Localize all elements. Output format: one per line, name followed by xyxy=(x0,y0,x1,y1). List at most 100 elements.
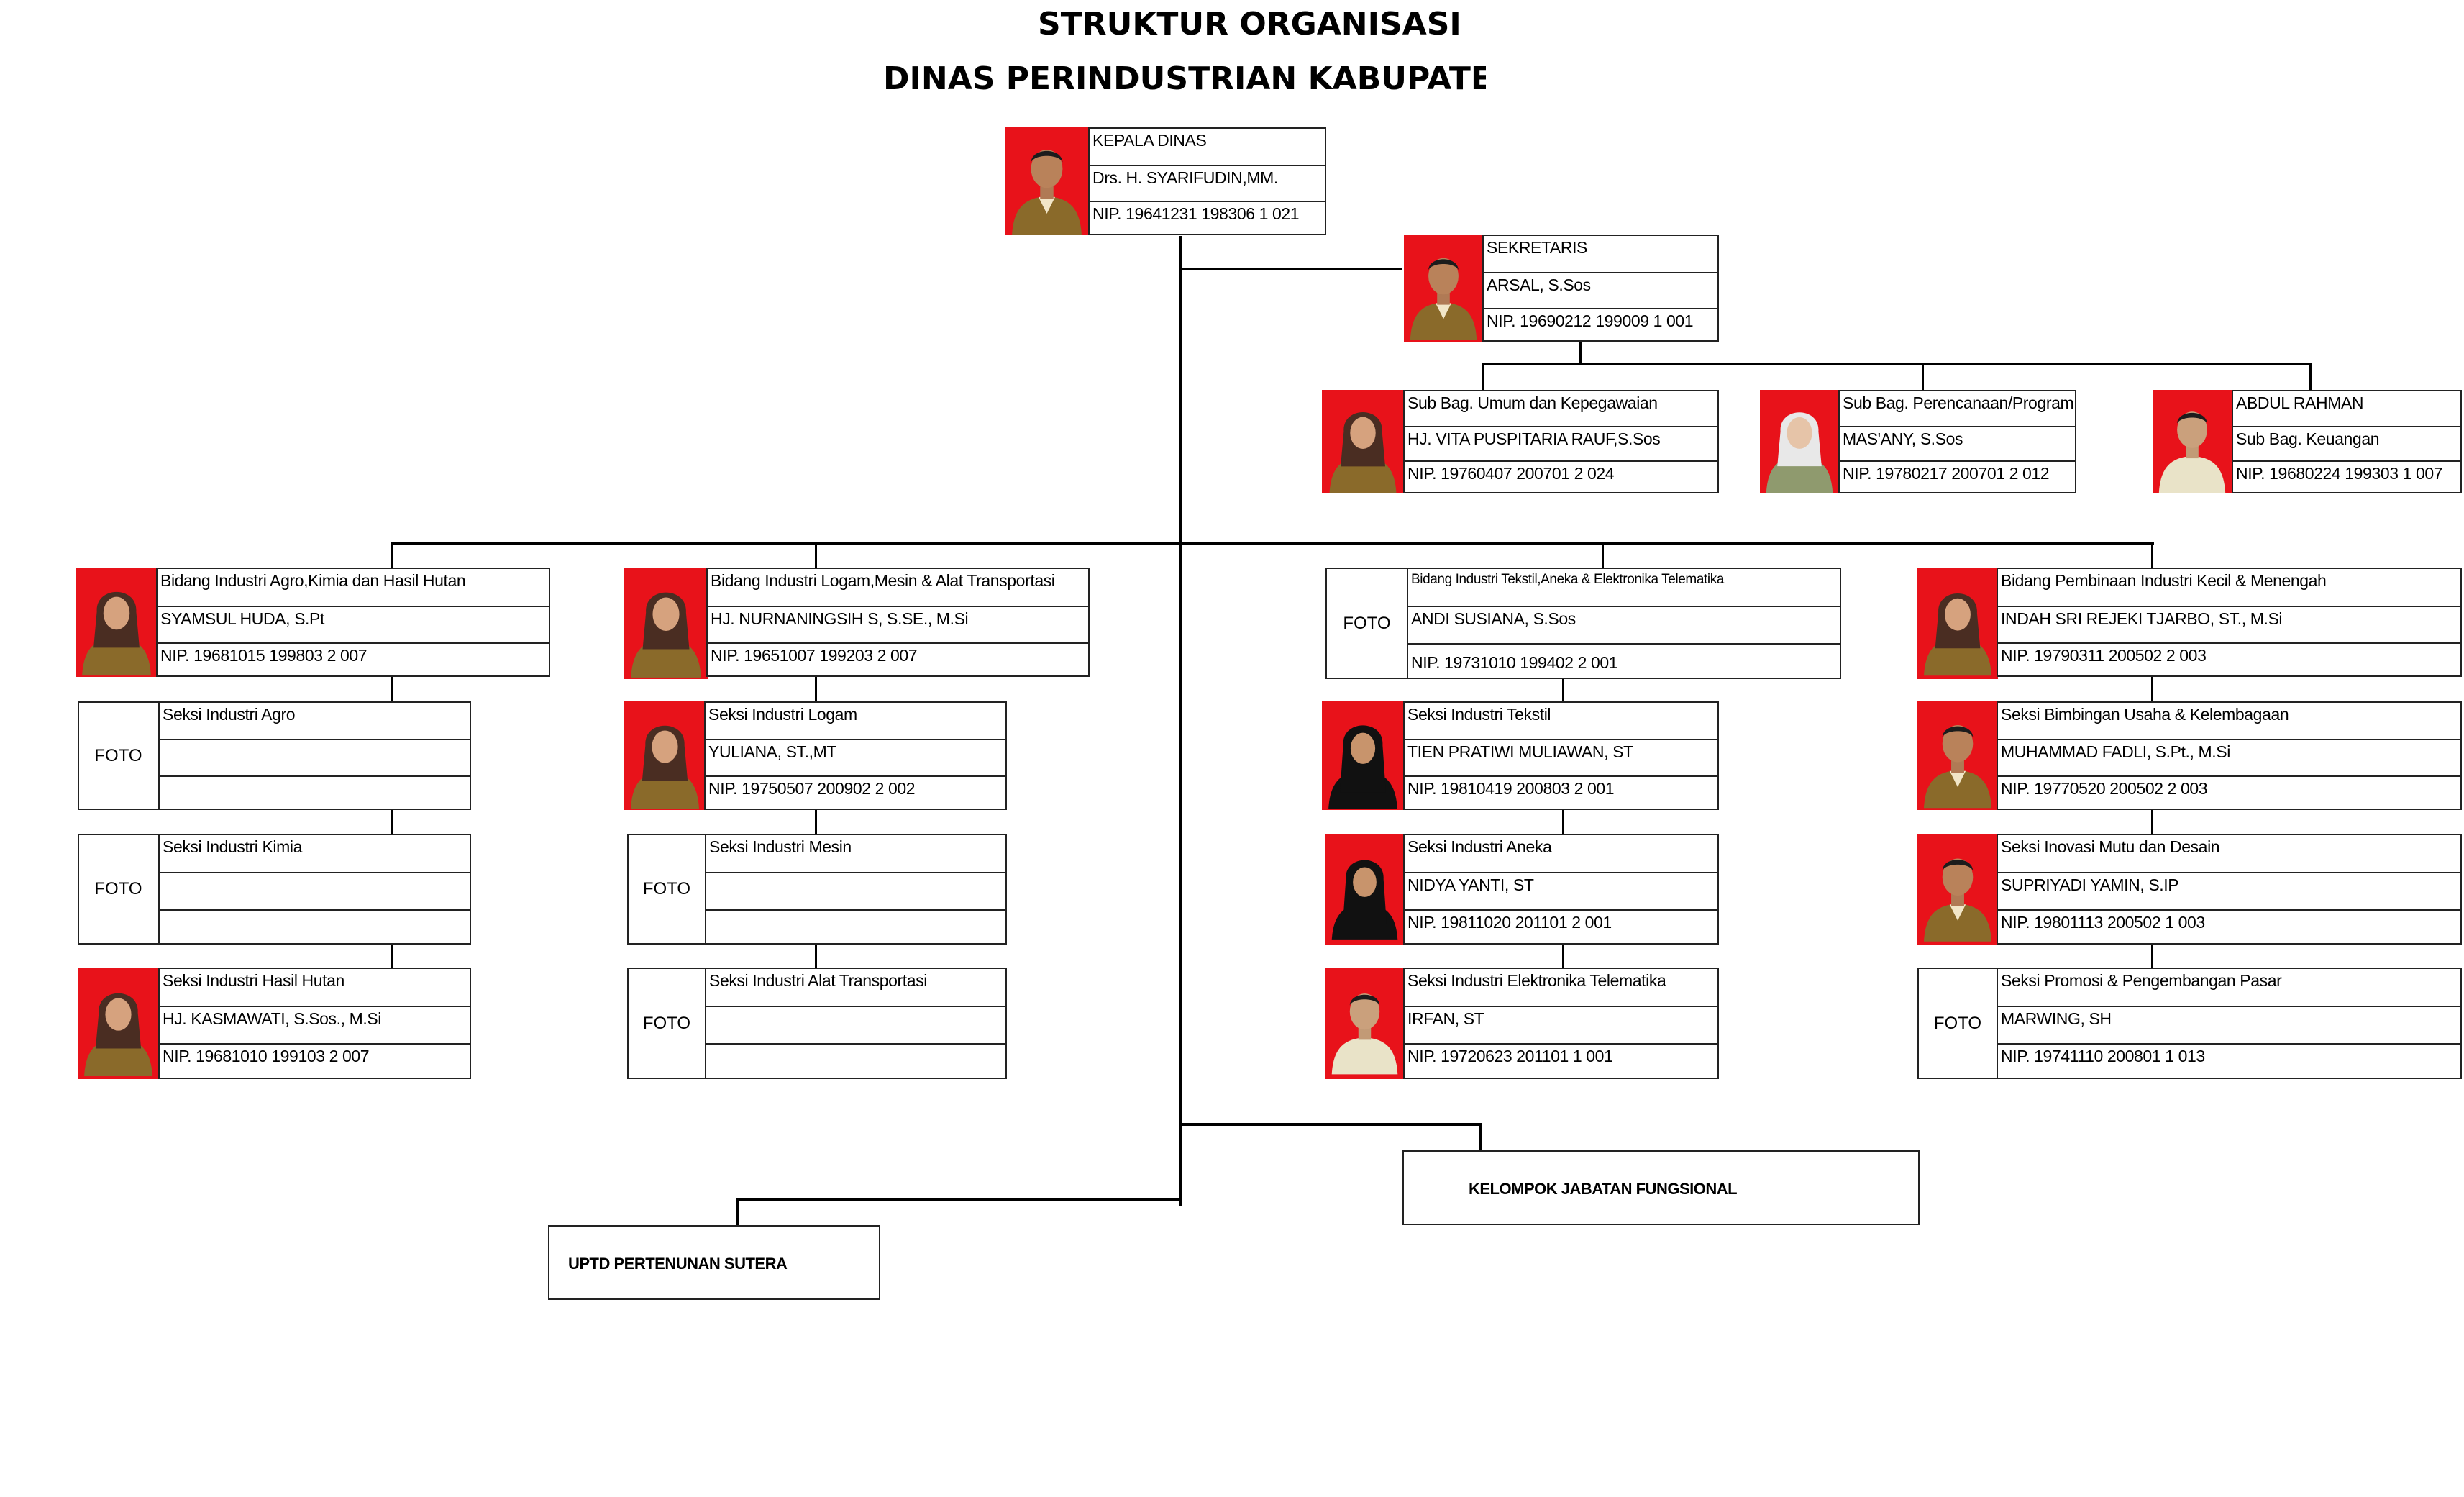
card-nip xyxy=(706,909,1005,946)
card-name: ANDI SUSIANA, S.Sos xyxy=(1408,606,1840,643)
card-name: NIDYA YANTI, ST xyxy=(1405,872,1717,909)
photo-kepala-dinas xyxy=(1005,127,1089,235)
photo-bidang-logam xyxy=(624,568,708,679)
card-role: Seksi Industri Tekstil xyxy=(1407,705,1551,724)
card-nip: NIP. 19780217 200701 2 012 xyxy=(1840,460,2075,495)
card-role: Seksi Industri Logam xyxy=(708,705,857,724)
card-role: Seksi Bimbingan Usaha & Kelembagaan xyxy=(2001,705,2289,724)
card-seksi-elektronika: Seksi Industri Elektronika Telematika IR… xyxy=(1325,968,1719,1079)
card-role: Seksi Industri Kimia xyxy=(163,837,302,856)
card-nip: NIP. 19790311 200502 2 003 xyxy=(1998,642,2460,678)
card-sekretaris: SEKRETARIS ARSAL, S.Sos NIP. 19690212 19… xyxy=(1404,235,1719,342)
card-name: Drs. H. SYARIFUDIN,MM. xyxy=(1090,165,1325,201)
card-name xyxy=(160,739,470,775)
card-name: MARWING, SH xyxy=(1998,1006,2460,1043)
title-line-1: STRUKTUR ORGANISASI xyxy=(1038,6,1461,42)
card-name: IRFAN, ST xyxy=(1405,1006,1717,1043)
photo-placeholder: FOTO xyxy=(627,968,706,1079)
photo-placeholder: FOTO xyxy=(1917,968,1998,1079)
photo-seksi-inovasi xyxy=(1917,834,1998,945)
card-name: Sub Bag. Keuangan xyxy=(2233,426,2460,460)
card-name: SUPRIYADI YAMIN, S.IP xyxy=(1998,872,2460,909)
card-role: Bidang Industri Agro,Kimia dan Hasil Hut… xyxy=(160,571,466,590)
card-nip: NIP. 19760407 200701 2 024 xyxy=(1405,460,1717,495)
card-role: Seksi Industri Agro xyxy=(163,705,296,724)
card-name: ARSAL, S.Sos xyxy=(1484,272,1717,308)
card-role: Bidang Industri Tekstil,Aneka & Elektron… xyxy=(1411,572,1724,587)
card-role: Seksi Inovasi Mutu dan Desain xyxy=(2001,837,2220,856)
card-seksi-inovasi: Seksi Inovasi Mutu dan Desain SUPRIYADI … xyxy=(1917,834,2462,945)
photo-subbag-keuangan xyxy=(2153,390,2232,493)
photo-seksi-hasil-hutan xyxy=(78,968,159,1079)
photo-seksi-logam xyxy=(624,701,706,810)
uptd-label: UPTD PERTENUNAN SUTERA xyxy=(568,1255,788,1273)
photo-seksi-aneka xyxy=(1325,834,1404,945)
photo-subbag-umum xyxy=(1322,390,1404,493)
card-seksi-agro: FOTO Seksi Industri Agro xyxy=(78,701,471,810)
photo-bidang-pembinaan xyxy=(1917,568,1998,679)
card-nip: NIP. 19750507 200902 2 002 xyxy=(706,775,1005,811)
card-role: Seksi Industri Aneka xyxy=(1407,837,1552,856)
card-name xyxy=(706,872,1005,909)
photo-placeholder: FOTO xyxy=(78,834,159,945)
card-subbag-keuangan: ABDUL RAHMAN Sub Bag. Keuangan NIP. 1968… xyxy=(2153,390,2462,493)
kelompok-jabatan-label: KELOMPOK JABATAN FUNGSIONAL xyxy=(1469,1180,1738,1198)
card-nip: NIP. 19770520 200502 2 003 xyxy=(1998,775,2460,811)
card-seksi-tekstil: Seksi Industri Tekstil TIEN PRATIWI MULI… xyxy=(1322,701,1719,810)
photo-seksi-tekstil xyxy=(1322,701,1404,810)
card-name: HJ. KASMAWATI, S.Sos., M.Si xyxy=(160,1006,470,1043)
card-role: KEPALA DINAS xyxy=(1092,131,1207,150)
card-nip: NIP. 19731010 199402 2 001 xyxy=(1408,643,1840,681)
card-role: Sub Bag. Perencanaan/Program xyxy=(1843,393,2074,412)
card-seksi-mesin: FOTO Seksi Industri Mesin xyxy=(627,834,1007,945)
card-name: HJ. VITA PUSPITARIA RAUF,S.Sos xyxy=(1405,426,1717,460)
card-bidang-agro: Bidang Industri Agro,Kimia dan Hasil Hut… xyxy=(76,568,550,677)
card-name xyxy=(706,1006,1005,1043)
card-subbag-perencanaan: Sub Bag. Perencanaan/Program MAS'ANY, S.… xyxy=(1760,390,2076,493)
photo-sekretaris xyxy=(1404,235,1483,342)
card-nip: NIP. 19641231 198306 1 021 xyxy=(1090,201,1325,237)
photo-placeholder: FOTO xyxy=(78,701,159,810)
card-nip: NIP. 19681010 199103 2 007 xyxy=(160,1043,470,1080)
photo-bidang-agro xyxy=(76,568,158,677)
card-bidang-pembinaan: Bidang Pembinaan Industri Kecil & Meneng… xyxy=(1917,568,2462,679)
card-role: Seksi Industri Alat Transportasi xyxy=(709,971,927,990)
card-bidang-logam: Bidang Industri Logam,Mesin & Alat Trans… xyxy=(624,568,1090,679)
card-name: INDAH SRI REJEKI TJARBO, ST., M.Si xyxy=(1998,606,2460,642)
card-nip: NIP. 19811020 201101 2 001 xyxy=(1405,909,1717,946)
box-uptd-pertenunan-sutera: UPTD PERTENUNAN SUTERA xyxy=(548,1225,880,1300)
card-nip: NIP. 19801113 200502 1 003 xyxy=(1998,909,2460,946)
photo-seksi-bimbingan xyxy=(1917,701,1998,810)
card-name: MAS'ANY, S.Sos xyxy=(1840,426,2075,460)
card-nip: NIP. 19680224 199303 1 007 xyxy=(2233,460,2460,495)
photo-placeholder: FOTO xyxy=(627,834,706,945)
card-name: TIEN PRATIWI MULIAWAN, ST xyxy=(1405,739,1717,775)
card-nip: NIP. 19741110 200801 1 013 xyxy=(1998,1043,2460,1080)
card-nip xyxy=(160,775,470,811)
card-nip xyxy=(706,1043,1005,1080)
card-seksi-promosi: FOTO Seksi Promosi & Pengembangan Pasar … xyxy=(1917,968,2462,1079)
card-seksi-aneka: Seksi Industri Aneka NIDYA YANTI, ST NIP… xyxy=(1325,834,1719,945)
card-role: SEKRETARIS xyxy=(1487,238,1587,257)
card-name: HJ. NURNANINGSIH S, S.SE., M.Si xyxy=(708,606,1088,642)
card-role: Seksi Promosi & Pengembangan Pasar xyxy=(2001,971,2282,990)
photo-seksi-elektronika xyxy=(1325,968,1404,1079)
card-name xyxy=(160,872,470,909)
card-kepala-dinas: KEPALA DINAS Drs. H. SYARIFUDIN,MM. NIP.… xyxy=(1005,127,1326,235)
card-role: Seksi Industri Mesin xyxy=(709,837,852,856)
card-nip xyxy=(160,909,470,946)
card-name: SYAMSUL HUDA, S.Pt xyxy=(158,606,549,642)
photo-placeholder: FOTO xyxy=(1325,568,1408,679)
title-line-2: DINAS PERINDUSTRIAN KABUPATEN W xyxy=(883,60,1486,97)
card-seksi-alat-transportasi: FOTO Seksi Industri Alat Transportasi xyxy=(627,968,1007,1079)
card-nip: NIP. 19720623 201101 1 001 xyxy=(1405,1043,1717,1080)
card-seksi-bimbingan: Seksi Bimbingan Usaha & Kelembagaan MUHA… xyxy=(1917,701,2462,810)
photo-subbag-perencanaan xyxy=(1760,390,1839,493)
box-kelompok-jabatan-fungsional: KELOMPOK JABATAN FUNGSIONAL xyxy=(1402,1150,1920,1225)
card-role: ABDUL RAHMAN xyxy=(2236,393,2364,412)
card-nip: NIP. 19681015 199803 2 007 xyxy=(158,642,549,678)
card-role: Sub Bag. Umum dan Kepegawaian xyxy=(1407,393,1658,412)
card-seksi-kimia: FOTO Seksi Industri Kimia xyxy=(78,834,471,945)
card-seksi-hasil-hutan: Seksi Industri Hasil Hutan HJ. KASMAWATI… xyxy=(78,968,471,1079)
card-role: Seksi Industri Hasil Hutan xyxy=(163,971,344,990)
